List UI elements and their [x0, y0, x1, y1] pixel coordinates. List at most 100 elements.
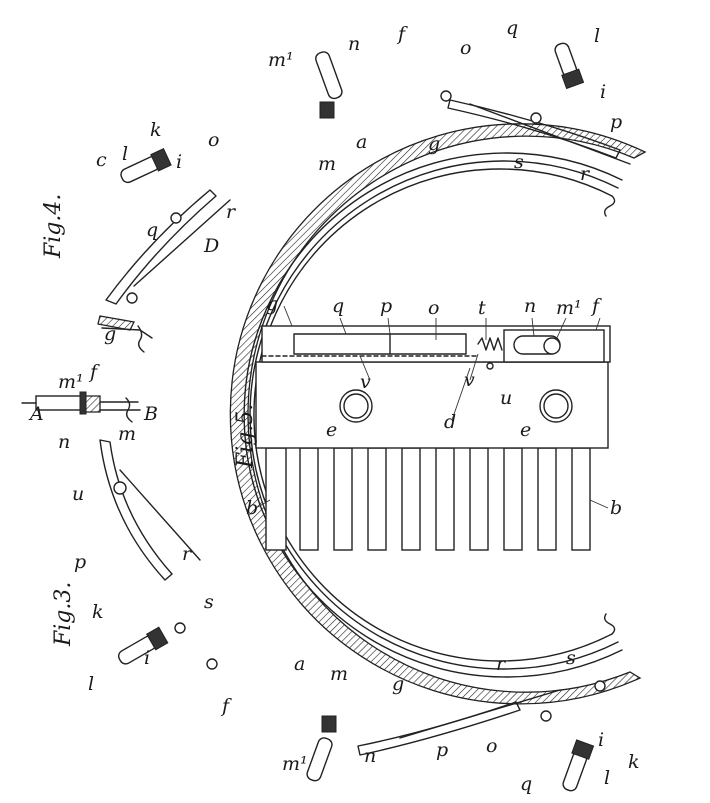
plate-fig4-left — [105, 189, 217, 305]
label-g-fig3: g — [392, 673, 404, 695]
fig3-title: Fig.3. — [51, 582, 76, 647]
label-m1-fig3b: m¹ — [282, 753, 308, 775]
label-s-fig3: s — [204, 591, 214, 613]
label-i-fig4: i — [176, 151, 182, 173]
label-m1-fig4: m¹ — [268, 49, 294, 71]
fig5-hole-e-left-inner — [343, 393, 369, 419]
post-m1-bottom — [306, 737, 333, 782]
label-m1-fig5: m¹ — [556, 297, 582, 319]
label-o-fig4: o — [460, 37, 471, 59]
pivot-fig3-bottom — [540, 710, 552, 722]
spring-m-fig3 — [321, 715, 337, 733]
label-b-fig5a: b — [246, 497, 258, 519]
label-n-fig4: n — [348, 33, 360, 55]
plate-r-fig3-bottom — [399, 689, 561, 739]
label-v-fig5b: v — [464, 369, 475, 391]
pivot-fig3-i — [174, 622, 186, 634]
fig3-end-wave — [125, 397, 133, 423]
label-D-fig4: D — [203, 235, 219, 257]
fig5-pin-u — [486, 362, 494, 370]
label-g-fig4l: g — [104, 323, 116, 345]
label-m1-fig3: m¹ — [58, 371, 84, 393]
label-q-fig4l: q — [146, 219, 158, 241]
pivot-fig3-bottom2 — [594, 680, 606, 692]
label-a-fig4: a — [356, 131, 367, 153]
pivot-fig3-u — [113, 481, 127, 495]
label-o-fig3b: o — [486, 735, 497, 757]
fig5-spring-t — [477, 337, 503, 351]
fig5-slot-q — [293, 333, 467, 355]
label-n-fig3b: n — [364, 745, 376, 767]
label-l-fig3b: l — [604, 767, 610, 789]
label-c-fig4: c — [96, 149, 107, 171]
label-s-fig3b: s — [566, 647, 576, 669]
label-q-fig4: q — [506, 17, 518, 39]
label-i-fig3: i — [144, 647, 150, 669]
labels: Fig.3. Fig.4. Fig.5. m¹ n f o q l i p s … — [28, 17, 640, 795]
inner-band-g-inner — [253, 168, 613, 662]
label-g-fig4: g — [428, 133, 440, 155]
label-t-fig5: t — [478, 297, 486, 319]
fig5-title: Fig.5. — [233, 404, 258, 469]
label-m-fig4: m — [318, 153, 336, 175]
label-q-fig3b: q — [520, 773, 532, 795]
label-l-fig3: l — [88, 673, 94, 695]
label-A: A — [28, 403, 44, 425]
pivot-fig4-right — [530, 112, 542, 124]
label-p-fig3b: p — [436, 739, 448, 761]
pivot-fig4-left — [126, 292, 138, 304]
label-u-fig3: u — [72, 483, 84, 505]
plate-r-fig3 — [119, 469, 201, 561]
label-m-fig3: m — [118, 423, 136, 445]
label-p-fig5: p — [380, 295, 392, 317]
label-a-fig3: a — [294, 653, 305, 675]
label-u-fig5: u — [500, 387, 512, 409]
label-r-fig3: r — [182, 543, 193, 565]
post-m1-left-nut — [79, 391, 87, 415]
spring-plates — [99, 99, 631, 756]
label-r-fig4: r — [580, 163, 591, 185]
band-end-bottom — [603, 613, 616, 635]
spring-m-fig4 — [319, 101, 335, 119]
label-i-fig4r: i — [600, 81, 606, 103]
label-f-fig4: f — [396, 23, 408, 45]
label-l-fig4: l — [122, 143, 128, 165]
inner-band-g-outer — [249, 160, 619, 670]
pivot-fig3-low — [206, 658, 218, 670]
label-p-fig3: p — [74, 551, 86, 573]
label-m-fig3b: m — [330, 663, 348, 685]
label-r-fig3b: r — [496, 653, 507, 675]
label-k-fig3: k — [92, 601, 104, 623]
label-s-fig4: s — [514, 151, 524, 173]
fig5-drawing — [255, 325, 611, 551]
label-k-fig3b: k — [628, 751, 640, 773]
fig3-end-band — [99, 401, 141, 411]
label-n-fig3: n — [58, 431, 70, 453]
fig5-slide-n — [503, 329, 605, 363]
post-m1-top — [315, 51, 343, 100]
fig4-end-wave — [137, 325, 145, 353]
label-e-fig5b: e — [520, 419, 531, 441]
fig4-title: Fig.4. — [41, 194, 66, 259]
label-l-fig4r: l — [594, 25, 600, 47]
label-b-fig5b: b — [610, 497, 622, 519]
band-end-top — [603, 195, 616, 217]
plate-r-fig4-left — [133, 199, 231, 287]
plate-p-fig3-upper — [99, 439, 173, 581]
bolts — [21, 42, 606, 792]
label-r-fig4l: r — [226, 201, 237, 223]
label-o-fig4l: o — [208, 129, 219, 151]
label-i-fig3b: i — [598, 729, 604, 751]
label-n-fig5: n — [524, 295, 536, 317]
label-q-fig5: q — [332, 295, 344, 317]
fig5-hole-e-right-inner — [543, 393, 569, 419]
pivot-fig4-top — [440, 90, 452, 102]
label-p-fig4r: p — [610, 111, 622, 133]
label-B: B — [143, 403, 158, 425]
plate-r-fig4-right — [469, 103, 631, 165]
label-k-fig4: k — [150, 119, 162, 141]
label-f-fig5: f — [590, 295, 602, 317]
fig5-pin-m1 — [543, 337, 561, 355]
inner-band-a — [243, 152, 623, 678]
